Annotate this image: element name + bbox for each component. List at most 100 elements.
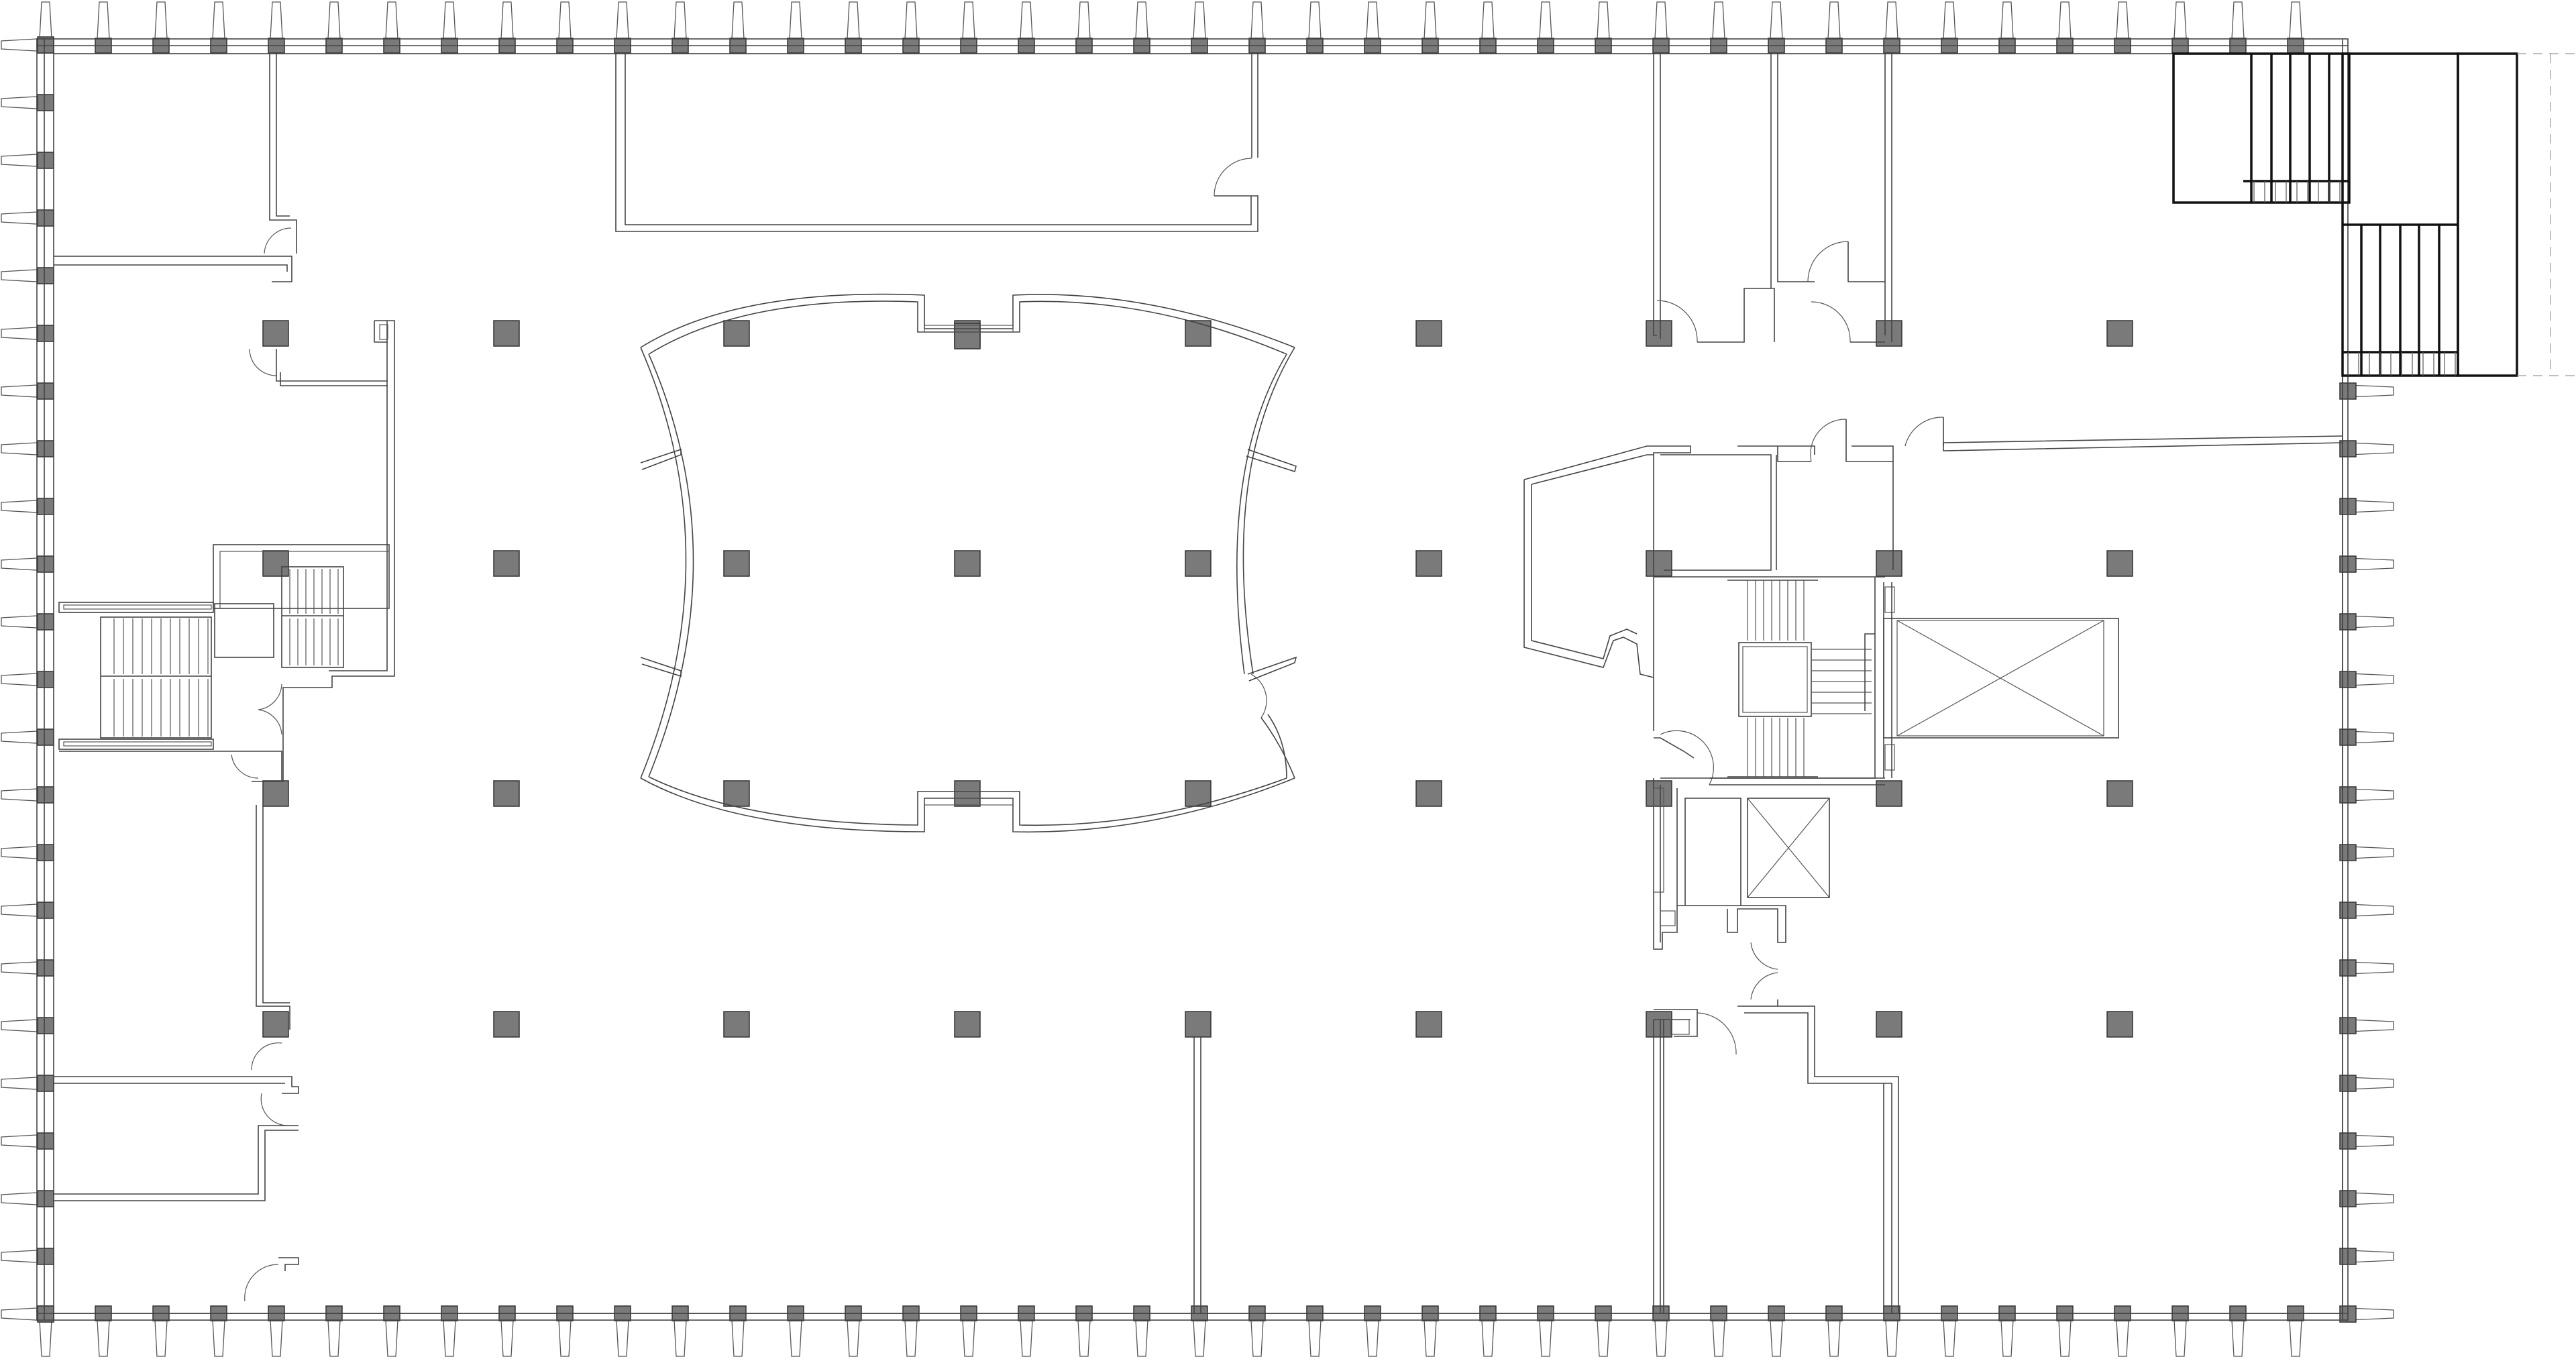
facade-fin [674, 1, 687, 40]
central-curved-room [640, 293, 1297, 833]
facade-fin [1135, 1319, 1148, 1357]
facade-fin [847, 1, 860, 40]
facade-fin [1, 673, 38, 686]
interior-columns [262, 320, 2133, 1038]
structural-column [1415, 780, 1442, 807]
facade-fin [1, 1307, 38, 1321]
structural-column [723, 780, 750, 807]
structural-column [1646, 780, 1672, 807]
facade-fin [962, 1, 975, 40]
facade-fin [2289, 1319, 2302, 1357]
facade-fin [2116, 1, 2129, 40]
facade-fin [270, 1319, 283, 1357]
facade-fin [1366, 1, 1379, 40]
facade-fin [1, 904, 38, 917]
perimeter-column [37, 267, 54, 284]
structural-column [723, 1011, 750, 1038]
structural-column [954, 550, 981, 577]
facade-fin [1481, 1, 1495, 40]
facade-fin [1424, 1319, 1437, 1357]
facade-fin [1712, 1, 1725, 40]
facade-fin [1135, 1, 1148, 40]
top-room [615, 54, 1258, 232]
structural-column [1185, 1011, 1212, 1038]
facade-fin [1250, 1319, 1264, 1357]
facade-fin [1827, 1, 1841, 40]
facade-fin [1, 615, 38, 629]
structural-column [262, 780, 289, 807]
facade-fin [1, 961, 38, 975]
facade-fin [1, 1019, 38, 1032]
structural-column [493, 550, 520, 577]
structural-column [954, 323, 981, 349]
perimeter-column [37, 1190, 54, 1207]
structural-column [1185, 320, 1212, 347]
facade-fin [2058, 1, 2072, 40]
facade-fin [500, 1, 514, 40]
facade-fin [904, 1, 918, 40]
facade-fin [1827, 1319, 1841, 1357]
facade-fin [500, 1319, 514, 1357]
facade-fin [2289, 1, 2302, 40]
facade-fin [39, 1, 52, 40]
perimeter-column [37, 844, 54, 861]
facade-fin [2000, 1, 2014, 40]
facade-fin [97, 1319, 110, 1357]
facade-fin [2000, 1319, 2014, 1357]
perimeter-column [37, 1075, 54, 1092]
structural-column [1185, 780, 1212, 807]
facade-fin [558, 1, 572, 40]
facade-fin [789, 1, 802, 40]
facade-fin [327, 1, 341, 40]
facade-fin [1770, 1, 1783, 40]
facade-fin [1193, 1, 1206, 40]
structural-column [1415, 550, 1442, 577]
facade-fin [2058, 1319, 2072, 1357]
facade-fin [1712, 1319, 1725, 1357]
facade-fin [1193, 1319, 1206, 1357]
perimeter-column [37, 671, 54, 688]
perimeter-column [37, 209, 54, 227]
structural-column [2106, 550, 2133, 577]
facade-fins [1, 1, 2394, 1357]
facade-fin [385, 1, 398, 40]
facade-fin [2231, 1, 2245, 40]
facade-fin [962, 1319, 975, 1357]
facade-fin [1597, 1, 1610, 40]
facade-fin [1, 500, 38, 513]
facade-fin [1, 730, 38, 744]
structural-column [1876, 550, 1902, 577]
facade-fin [616, 1319, 629, 1357]
structural-column [1646, 320, 1672, 347]
facade-fin [731, 1319, 745, 1357]
perimeter-column [37, 959, 54, 977]
structural-column [1876, 1011, 1902, 1038]
facade-fin [1, 384, 38, 398]
facade-fin [1, 1134, 38, 1148]
structural-column [1415, 1011, 1442, 1038]
perimeter-column [37, 728, 54, 746]
facade-fin [212, 1319, 225, 1357]
stair [100, 616, 212, 739]
structural-column [262, 550, 289, 577]
facade-fin [1654, 1319, 1668, 1357]
perimeter-column [37, 1017, 54, 1034]
facade-fin [616, 1, 629, 40]
facade-fin [270, 1, 283, 40]
structural-column [262, 320, 289, 347]
perimeter-column [37, 902, 54, 919]
facade-fin [443, 1, 456, 40]
structural-column [493, 1011, 520, 1038]
perimeter-column [37, 498, 54, 515]
facade-fin [39, 1319, 52, 1357]
facade-fin [97, 1, 110, 40]
perimeter-column [37, 152, 54, 169]
facade-fin [1, 442, 38, 455]
facade-fin [1077, 1319, 1091, 1357]
structural-column [2106, 320, 2133, 347]
facade-fin [1539, 1319, 1552, 1357]
facade-fin [1, 1250, 38, 1263]
structural-column [493, 320, 520, 347]
exterior-stair [2172, 52, 2576, 377]
facade-fin [1077, 1, 1091, 40]
